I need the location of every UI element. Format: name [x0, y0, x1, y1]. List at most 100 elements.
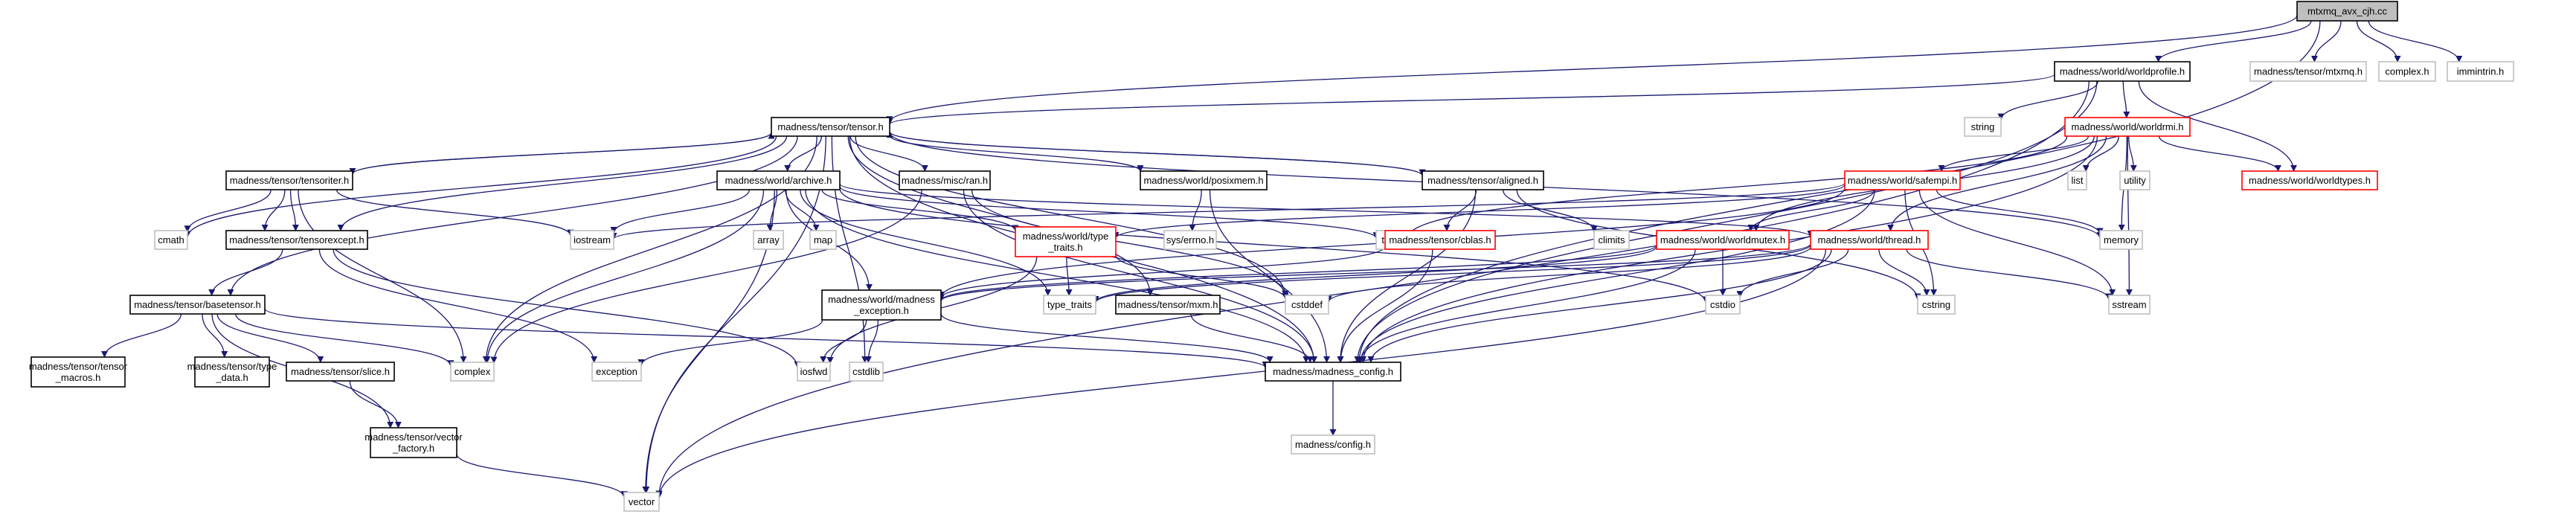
node-label-map-0: map — [814, 234, 832, 245]
edge-tensor-to-tensorexcept — [337, 135, 788, 231]
node-box-mtxmq — [2249, 61, 2367, 82]
edge-tensorexcept-to-iosfwd — [333, 248, 801, 368]
edge-thread-to-cstdio — [1736, 248, 1849, 298]
edge-worldrmi-to-sstream — [2125, 135, 2133, 296]
edge-slice-to-vectorfactory — [349, 380, 402, 428]
edge-root-to-tensor — [886, 15, 2298, 123]
node-label-madexcept-0: madness/world/madness — [828, 294, 935, 305]
node-safempi[interactable]: madness/world/safempi.h — [1844, 170, 1961, 190]
node-label-mtxmq-0: madness/tensor/mtxmq.h — [2254, 66, 2363, 77]
node-label-cstdlib-0: cstdlib — [852, 366, 880, 377]
node-box-array — [753, 230, 784, 250]
node-box-mxm — [1115, 295, 1221, 315]
node-box-syserrno — [1163, 230, 1217, 250]
node-label-madconfig-0: madness/madness_config.h — [1273, 366, 1393, 377]
edge-mxm-to-madconfig — [1190, 313, 1314, 363]
node-label-root-0: mtxmq_avx_cjh.cc — [2307, 6, 2387, 17]
node-worldmutex[interactable]: madness/world/worldmutex.h — [1656, 230, 1790, 250]
node-label-iostream-0: iostream — [574, 234, 611, 245]
node-posixmem[interactable]: madness/world/posixmem.h — [1140, 170, 1268, 190]
edge-tensoriter-to-cmath — [184, 189, 272, 233]
node-label-climits-0: climits — [1598, 234, 1625, 245]
edge-ran-to-madconfig — [963, 189, 1318, 363]
node-label-tensormacros-1: _macros.h — [55, 372, 101, 383]
node-basetensor[interactable]: madness/tensor/basetensor.h — [129, 295, 266, 315]
node-slice[interactable]: madness/tensor/slice.h — [286, 362, 395, 382]
node-archive[interactable]: madness/world/archive.h — [716, 170, 841, 190]
node-aligned[interactable]: madness/tensor/aligned.h — [1422, 170, 1544, 190]
edge-worldprofile-to-worldrmi — [2122, 80, 2130, 118]
node-thread[interactable]: madness/world/thread.h — [1810, 230, 1929, 250]
node-tensor[interactable]: madness/tensor/tensor.h — [771, 117, 890, 137]
node-cblas[interactable]: madness/tensor/cblas.h — [1384, 230, 1496, 250]
node-label-cmath-0: cmath — [158, 234, 184, 245]
node-syserrno: sys/errno.h — [1163, 230, 1217, 250]
edge-thread-to-typetraitsstd — [1092, 244, 1811, 304]
edge-tensor-to-cmath — [184, 135, 777, 238]
node-worldtypes[interactable]: madness/world/worldtypes.h — [2241, 170, 2378, 190]
node-vectorfactory[interactable]: madness/tensor/vector_factory.h — [364, 427, 463, 458]
node-ran[interactable]: madness/misc/ran.h — [899, 170, 991, 190]
edge-thread-to-sstream — [1906, 248, 2113, 301]
node-worldrmi[interactable]: madness/world/worldrmi.h — [2064, 117, 2191, 137]
node-typetraitsstd: type_traits — [1043, 295, 1096, 315]
node-mxm[interactable]: madness/tensor/mxm.h — [1115, 295, 1221, 315]
node-tensoriter[interactable]: madness/tensor/tensoriter.h — [225, 170, 353, 190]
edge-tensoriter-to-tensor — [352, 132, 775, 175]
node-config: madness/config.h — [1291, 434, 1375, 455]
node-label-madexcept-1: _exception.h — [853, 305, 909, 316]
edge-safempi-to-worldmutex — [1747, 189, 1875, 231]
nodes: mtxmq_avx_cjh.cc madness/world/worldprofi… — [29, 1, 2514, 512]
node-mtxmq: madness/tensor/mtxmq.h — [2249, 61, 2367, 82]
node-iosfwd: iosfwd — [797, 362, 831, 382]
edge-archive-to-iostream — [610, 189, 751, 234]
edge-tensor-to-basetensor — [227, 135, 798, 296]
node-box-immintrin — [2447, 61, 2514, 82]
node-label-typetraitsstd-0: type_traits — [1047, 299, 1092, 310]
node-box-cblas — [1384, 230, 1496, 250]
node-box-cstddef — [1285, 295, 1329, 315]
edge-safempi-to-typetraits — [1112, 184, 1846, 239]
node-label-typetraits-1: _traits.h — [1047, 242, 1082, 253]
edge-worldrmi-to-safempi — [1938, 135, 2090, 172]
node-label-mxm-0: madness/tensor/mxm.h — [1117, 299, 1218, 310]
node-worldprofile[interactable]: madness/world/worldprofile.h — [2054, 61, 2191, 82]
node-box-typetraits — [1015, 226, 1117, 257]
node-label-memory-0: memory — [2104, 234, 2139, 245]
node-utility: utility — [2119, 170, 2151, 190]
edge-tensor-to-ran — [849, 135, 928, 172]
edge-tensoriter-to-complex — [298, 189, 467, 363]
edge-root-to-immintrin — [2368, 20, 2463, 62]
edge-worldprofile-to-worldtypes — [2138, 80, 2298, 172]
node-tensorexcept[interactable]: madness/tensor/tensorexcept.h — [225, 230, 368, 250]
edge-root-to-complexh — [2356, 20, 2401, 62]
node-box-config — [1291, 434, 1375, 455]
node-box-posixmem — [1140, 170, 1268, 190]
edge-madexcept-to-iosfwd — [820, 319, 867, 363]
node-box-iosfwd — [797, 362, 831, 382]
node-climits: climits — [1593, 230, 1630, 250]
edge-aligned-to-climits — [1502, 189, 1598, 233]
node-cstdlib: cstdlib — [849, 362, 884, 382]
node-root[interactable]: mtxmq_avx_cjh.cc — [2296, 1, 2398, 22]
node-box-list — [2067, 170, 2087, 190]
node-typedata[interactable]: madness/tensor/type_data.h — [187, 356, 277, 388]
edge-worldmutex-to-madconfig — [1357, 248, 1696, 363]
node-cstdio: cstdio — [1705, 295, 1741, 315]
edge-tensor-to-archive — [784, 135, 822, 172]
node-typetraits[interactable]: madness/world/type_traits.h — [1015, 226, 1117, 257]
edge-aligned-to-tensor — [886, 131, 1423, 176]
edge-basetensor-to-typedata — [202, 313, 228, 358]
node-box-tensorexcept — [225, 230, 368, 250]
node-box-cmath — [154, 230, 188, 250]
node-madexcept[interactable]: madness/world/madness_exception.h — [821, 289, 942, 321]
edge-tensoriter-to-algorithm — [261, 189, 286, 231]
node-madconfig[interactable]: madness/madness_config.h — [1265, 362, 1401, 382]
edge-tensor-to-cstddef — [855, 135, 1289, 298]
node-label-complex-0: complex — [455, 366, 491, 377]
node-tensormacros[interactable]: madness/tensor/tensor_macros.h — [29, 356, 128, 388]
node-label-tensoriter-0: madness/tensor/tensoriter.h — [230, 175, 349, 186]
edge-posixmem-to-syserrno — [1189, 189, 1202, 231]
node-label-typedata-1: _data.h — [215, 372, 248, 383]
